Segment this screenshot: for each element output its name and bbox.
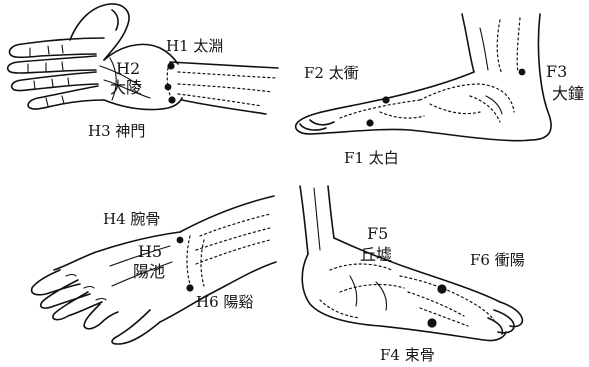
label-h2-code: H2 [116,60,140,78]
label-f1: F1 太白 [344,149,399,167]
label-h5-code: H5 [138,243,162,261]
point-h1 [167,62,174,69]
point-f3 [519,69,526,76]
point-h6 [186,284,193,291]
label-h5-name: 陽池 [133,263,165,281]
point-f4 [427,318,436,327]
label-f3-code: F3 [546,63,567,81]
label-h2-name: 大陵 [110,79,142,97]
back-hand-points [177,237,194,292]
palm-hand-drawing [8,4,278,114]
palm-points [165,62,176,103]
label-h1: H1 太淵 [166,37,223,55]
point-f2 [382,96,389,103]
label-f3-name: 大鐘 [552,85,584,103]
label-f5-name: 丘墟 [360,246,392,264]
lateral-foot-points [427,284,446,327]
label-f4: F4 束骨 [380,346,435,364]
point-f1 [366,119,373,126]
point-h3 [168,96,175,103]
label-h4: H4 腕骨 [103,210,160,228]
point-f6 [437,284,446,293]
label-f6: F6 衝陽 [470,251,525,269]
label-h6: H6 陽谿 [196,293,253,311]
point-h4 [177,237,184,244]
label-f2: F2 太衝 [304,64,359,82]
label-f5-code: F5 [367,225,388,243]
point-h2 [165,84,172,91]
label-h3: H3 神門 [88,122,145,140]
